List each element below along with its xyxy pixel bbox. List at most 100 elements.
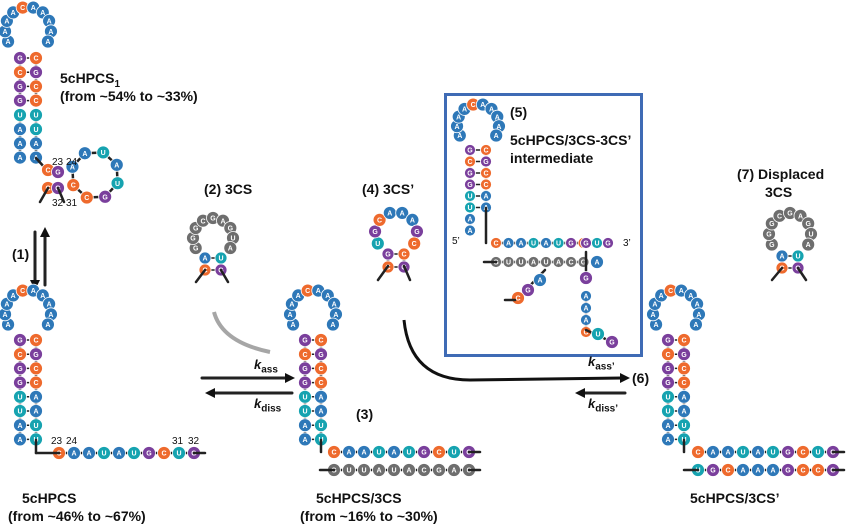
nucleotide-letter: A [3,312,8,319]
nucleotide-letter: G [436,468,442,475]
pos-23-bottom: 23 [51,436,63,447]
nucleotide-U [342,463,356,477]
nucleotide-letter: U [467,194,472,201]
nucleotide-letter: C [568,260,573,267]
nucleotide-A [298,418,312,433]
nucleotide-letter: A [40,10,45,17]
nucleotide-letter: A [17,437,22,444]
nucleotide-letter: G [769,221,775,228]
nucleotide-letter: C [493,241,498,248]
nucleotide-letter: C [695,450,700,457]
hairpin-5chpcs1-label: 5cHPCS1 [60,70,121,90]
nucleotide-letter: A [4,18,9,25]
nucleotide-letter: G [17,56,23,63]
nucleotide-letter: A [681,394,686,401]
nucleotide-letter: A [17,141,22,148]
displaced-3cs-label: 3CS [765,184,793,200]
nucleotide-letter: A [48,312,53,319]
nucleotide-A [13,432,27,447]
nucleotide-letter: U [318,423,323,430]
nucleotide-A [751,445,765,459]
nucleotide-C [314,361,328,376]
nucleotide-A [540,237,552,249]
nucleotide-letter: G [302,338,308,345]
nucleotide-letter: A [410,218,415,225]
nucleotide-letter: G [33,352,39,359]
pos-31-bottom: 31 [172,436,184,447]
nucleotide-letter: G [17,338,23,345]
displaced-label: (7) Displaced [737,166,825,182]
nucleotide-A [489,128,504,143]
backbone-line [219,268,230,284]
nucleotide-letter: A [316,288,321,295]
nucleotide-letter: C [305,288,310,295]
nucleotide-letter: A [681,409,686,416]
nucleotide-letter: C [681,380,686,387]
nucleotide-C [29,79,43,94]
nucleotide-G [314,347,328,362]
nucleotide-C [464,155,476,168]
nucleotide-letter: U [594,241,599,248]
nucleotide-letter: C [483,171,488,178]
nucleotide-letter: C [20,5,25,12]
hairpin-5chpcs-range: (from ~46% to ~67%) [8,508,146,524]
nucleotide-letter: C [318,338,323,345]
nucleotide-G [677,347,691,362]
nucleotide-letter: A [457,133,462,140]
backbone-line [376,264,390,282]
nucleotide-letter: C [515,296,520,303]
step-1-label: (1) [12,246,30,262]
nucleotide-letter: A [583,306,588,313]
nucleotide-G [13,361,27,376]
nucleotide-letter: A [11,293,16,300]
nucleotide-letter: G [421,450,427,457]
nucleotide-U [110,176,125,191]
nucleotide-letter: G [769,242,775,249]
nucleotide-U [372,445,386,459]
nucleotide-C [480,178,492,191]
nucleotide-letter: U [101,150,106,157]
nucleotide-letter: C [20,288,25,295]
nucleotide-letter: A [665,437,670,444]
nucleotide-A [82,446,96,460]
nucleotide-C [66,178,81,193]
nucleotide-A [502,237,515,249]
nucleotide-letter: A [740,468,745,475]
k-ass-label: kass [254,357,278,376]
nucleotide-U [298,389,312,404]
nucleotide-letter: C [800,468,805,475]
nucleotide-letter: U [451,450,456,457]
nucleotide-letter: A [220,218,225,225]
nucleotide-A [464,213,476,225]
nucleotide-A [223,241,238,255]
nucleotide-letter: A [302,437,307,444]
nucleotide-letter: G [605,241,611,248]
nucleotide-G [298,333,312,347]
nucleotide-letter: G [17,380,23,387]
nucleotide-letter: G [102,194,108,201]
nucleotide-A [77,146,92,161]
nucleotide-letter: U [17,394,22,401]
nucleotide-letter: C [33,56,38,63]
nucleotide-letter: A [33,409,38,416]
nucleotide-letter: U [33,423,38,430]
nucleotide-A [41,317,55,332]
nucleotide-letter: C [467,159,472,166]
nucleotide-letter: C [17,70,22,77]
nucleotide-letter: G [372,229,378,236]
nucleotide-C [796,463,810,477]
nucleotide-letter: G [385,252,391,259]
nucleotide-letter: A [455,124,460,131]
arrow-head [575,388,585,398]
nucleotide-G [381,247,395,261]
nucleotide-letter: G [467,182,473,189]
nucleotide-letter: A [31,5,36,12]
nucleotide-C [29,375,43,390]
nucleotide-letter: U [17,409,22,416]
nucleotide-letter: U [543,260,548,267]
nucleotide-A [533,273,547,287]
nucleotide-U [661,389,675,404]
nucleotide-A [580,290,592,302]
nucleotide-U [97,446,111,460]
nucleotide-U [527,237,540,249]
